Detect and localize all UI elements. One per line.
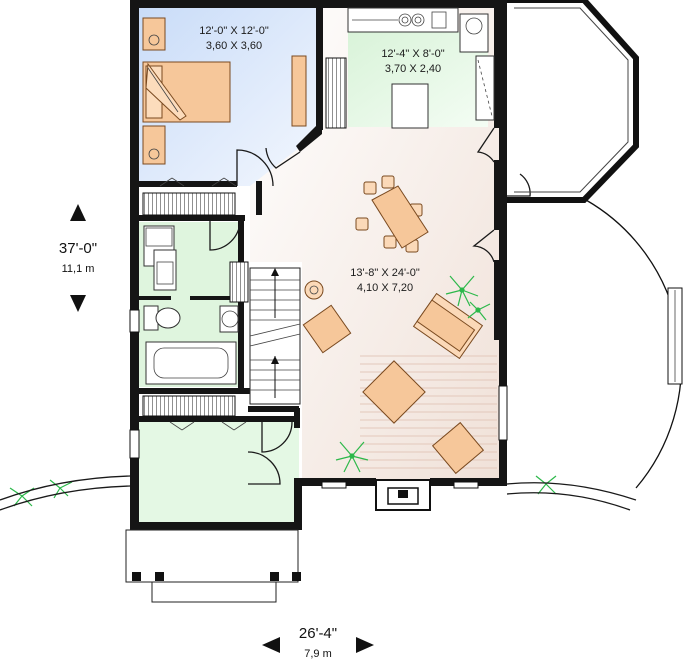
kitchen-fixtures <box>347 7 495 129</box>
fireplace <box>375 479 431 511</box>
arrow-down-icon <box>70 295 86 312</box>
kitchen-label-metric: 3,70 X 2,40 <box>385 63 441 75</box>
arrow-right-icon <box>356 637 374 653</box>
plant-porch-right <box>535 475 557 495</box>
plant-living-left <box>335 441 369 473</box>
depth-imperial: 37'-0" <box>59 240 97 257</box>
entry-fill <box>139 422 299 522</box>
bedroom-label-metric: 3,60 X 3,60 <box>206 40 262 52</box>
staircase <box>229 261 301 405</box>
living-label-imperial: 13'-8" X 24'-0" <box>350 267 420 279</box>
kitchen-label-imperial: 12'-4" X 8'-0" <box>381 48 444 60</box>
arrow-up-icon <box>70 204 86 221</box>
plant-living-right <box>445 275 491 321</box>
front-porch-steps <box>125 529 301 603</box>
width-imperial: 26'-4" <box>299 625 337 642</box>
arrow-left-icon <box>262 637 280 653</box>
porch-curves <box>0 475 637 511</box>
width-dimension: 26'-4" 7,9 m <box>262 625 374 660</box>
bathroom-fixtures <box>143 225 239 385</box>
living-furniture <box>302 280 485 475</box>
bedroom-furniture <box>142 17 307 165</box>
living-label-metric: 4,10 X 7,20 <box>357 282 413 294</box>
doors <box>159 127 531 485</box>
depth-metric: 11,1 m <box>62 263 95 275</box>
width-metric: 7,9 m <box>304 648 332 660</box>
bedroom-label-imperial: 12'-0" X 12'-0" <box>199 25 269 37</box>
windows <box>129 57 508 489</box>
depth-dimension: 37'-0" 11,1 m <box>59 204 97 312</box>
dining-set <box>355 175 429 253</box>
bay-window-structure <box>507 0 683 489</box>
